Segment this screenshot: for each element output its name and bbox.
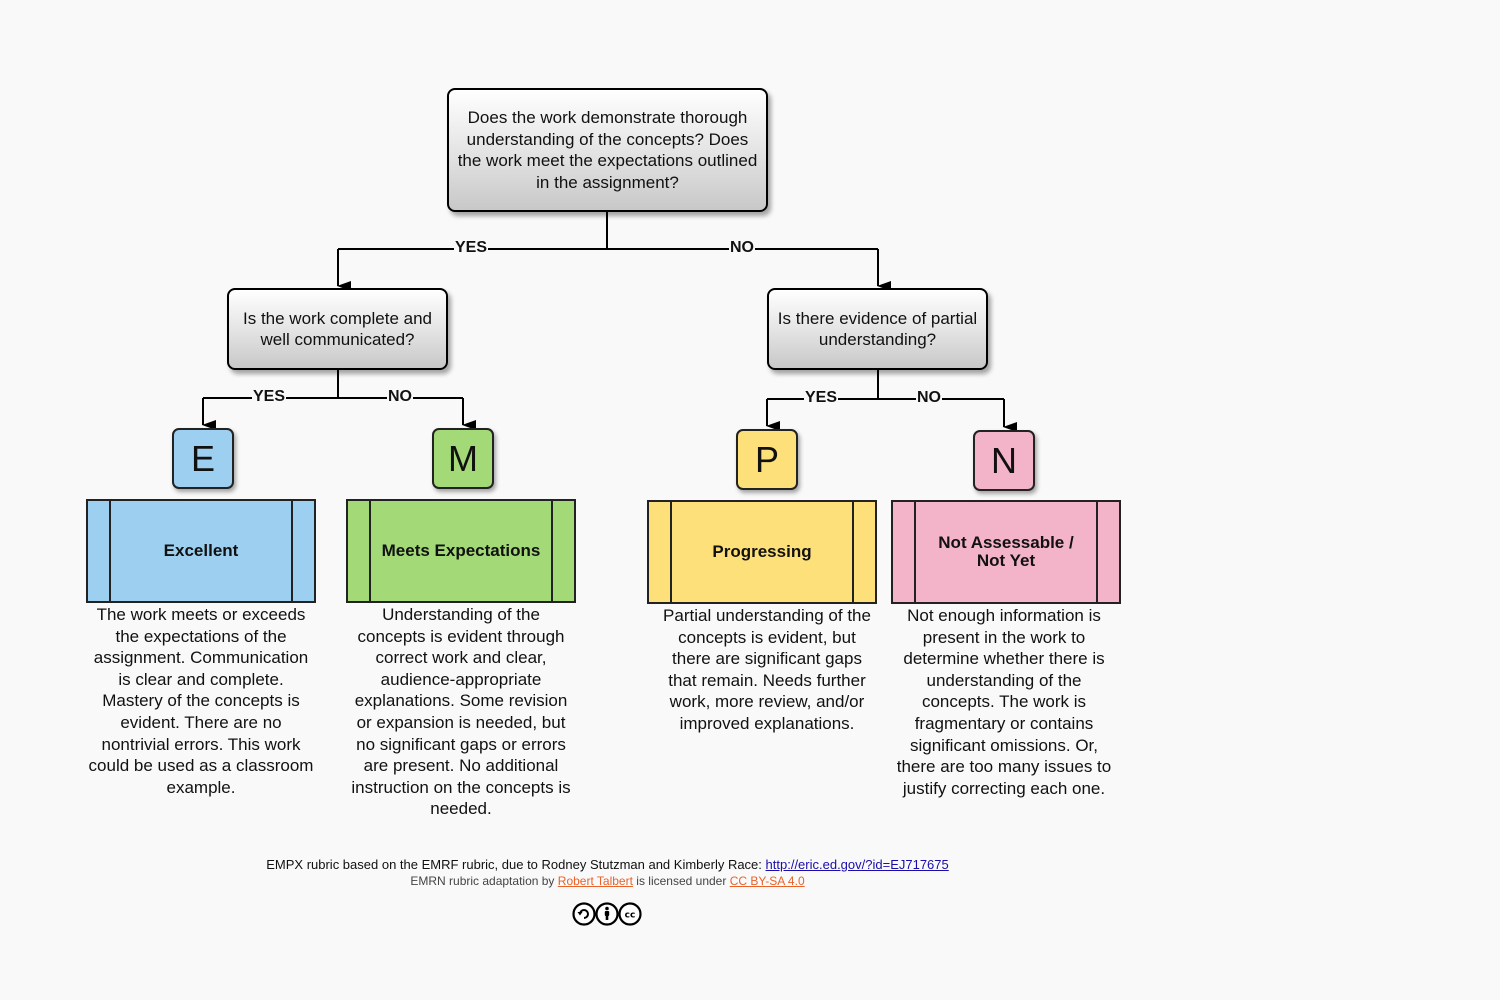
- grade-box-progressing: Progressing: [647, 500, 877, 604]
- grade-description-not-assessable: Not enough information is present in the…: [896, 606, 1112, 798]
- footer-attribution: EMPX rubric based on the EMRF rubric, du…: [0, 857, 1215, 872]
- grade-label-meets-expectations: Meets Expectations: [381, 541, 541, 560]
- right-yes-label: YES: [804, 389, 839, 407]
- left-yes-label: YES: [252, 388, 287, 406]
- right-question-box: Is there evidence of partial understandi…: [767, 288, 988, 370]
- grade-box-meets-expectations: Meets Expectations: [346, 499, 576, 603]
- grade-letter-n: N: [973, 430, 1035, 491]
- root-question-text: Does the work demonstrate thorough under…: [457, 108, 758, 192]
- footer-license-prefix: EMRN rubric adaptation by: [410, 874, 555, 888]
- right-no-label: NO: [916, 389, 942, 407]
- grade-description-progressing: Partial understanding of the concepts is…: [663, 606, 871, 733]
- grade-label-progressing: Progressing: [712, 542, 812, 561]
- grade-label-not-assessable: Not Assessable / Not Yet: [938, 533, 1074, 570]
- root-yes-label: YES: [454, 239, 489, 257]
- left-no-label: NO: [387, 388, 413, 406]
- grade-box-not-assessable: Not Assessable / Not Yet: [891, 500, 1121, 604]
- grade-description-excellent: The work meets or exceeds the expectatio…: [88, 605, 314, 797]
- cc-license-badge[interactable]: cc: [572, 901, 644, 927]
- footer-license-middle: is licensed under: [636, 874, 727, 888]
- root-question-box: Does the work demonstrate thorough under…: [447, 88, 768, 212]
- grade-description-meets-expectations: Understanding of the concepts is evident…: [351, 605, 571, 819]
- grade-letter-m: M: [432, 428, 494, 489]
- left-question-text: Is the work complete and well communicat…: [243, 308, 432, 350]
- author-link[interactable]: Robert Talbert: [557, 874, 633, 888]
- footer-attribution-text: EMPX rubric based on the EMRF rubric, du…: [266, 857, 762, 872]
- cc-attribution-icon: [595, 902, 619, 926]
- eric-link[interactable]: http://eric.ed.gov/?id=EJ717675: [765, 857, 949, 872]
- footer-license: EMRN rubric adaptation by Robert Talbert…: [0, 874, 1215, 888]
- right-question-text: Is there evidence of partial understandi…: [777, 308, 978, 350]
- cc-share-alike-icon: [572, 902, 596, 926]
- grade-letter-e: E: [172, 428, 234, 489]
- grade-letter-p: P: [736, 429, 798, 490]
- root-no-label: NO: [729, 239, 755, 257]
- license-link[interactable]: CC BY-SA 4.0: [729, 874, 805, 888]
- cc-logo-icon: cc: [618, 902, 642, 926]
- grade-label-excellent: Excellent: [163, 541, 239, 560]
- grade-box-excellent: Excellent: [86, 499, 316, 603]
- svg-text:cc: cc: [625, 911, 636, 921]
- left-question-box: Is the work complete and well communicat…: [227, 288, 448, 370]
